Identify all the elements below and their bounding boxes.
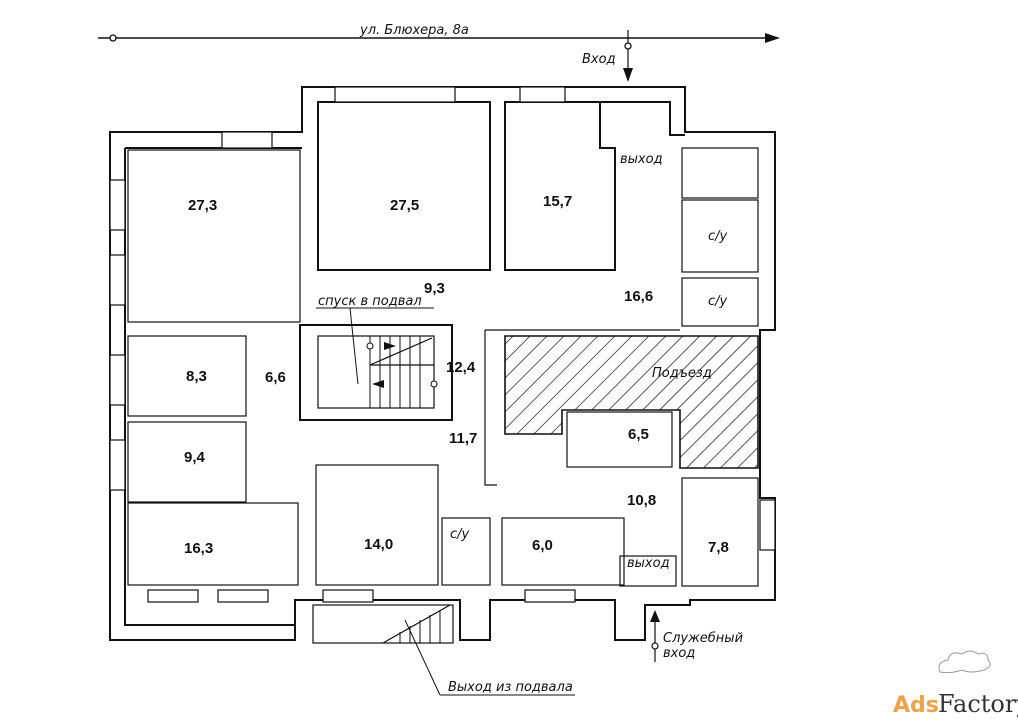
exit-label-top: выход <box>620 152 663 167</box>
room-area: 7,8 <box>708 539 729 556</box>
room-area: 6,6 <box>265 369 286 386</box>
room-area: 16,6 <box>624 288 653 305</box>
main-entrance-label: Вход <box>582 52 616 67</box>
room-area: 27,3 <box>188 197 217 214</box>
room-area: 12,4 <box>446 359 476 376</box>
room-area: 27,5 <box>390 197 419 214</box>
logo-factory: Factory <box>938 690 1018 718</box>
wc-label: с/у <box>708 294 728 309</box>
room-area: 10,8 <box>627 492 656 509</box>
room-area: 16,3 <box>184 540 213 557</box>
windows <box>109 86 776 603</box>
logo-ads: Ads <box>893 693 939 718</box>
inner-walls <box>127 147 759 587</box>
service-entrance-label-1: Служебный <box>663 631 743 646</box>
entrance-hall-hatch <box>504 335 759 469</box>
service-entrance-label-2: вход <box>663 646 695 661</box>
basement-exit-label: Выход из подвала <box>448 680 573 695</box>
stair-label: спуск в подвал <box>318 294 422 309</box>
room-area: 14,0 <box>364 536 393 553</box>
street-line <box>98 30 780 82</box>
room-area: 9,3 <box>424 280 445 297</box>
wc-label: с/у <box>708 229 728 244</box>
room-area: 6,5 <box>628 426 649 443</box>
basement-exit-stair <box>312 604 575 696</box>
entrance-hall-label: Подъезд <box>652 366 712 381</box>
street-label: ул. Блюхера, 8а <box>359 23 469 38</box>
adsfactory-logo: Ads Factory <box>893 650 1018 718</box>
room-area: 9,4 <box>184 449 206 466</box>
wc-label: с/у <box>450 527 470 542</box>
room-area: 15,7 <box>543 193 572 210</box>
room-area: 8,3 <box>186 368 207 385</box>
room-area: 11,7 <box>449 430 477 447</box>
room-area: 6,0 <box>532 537 553 554</box>
service-entrance-arrow <box>650 610 660 662</box>
stairwell <box>299 307 453 421</box>
exit-label-bottom: выход <box>627 556 670 571</box>
